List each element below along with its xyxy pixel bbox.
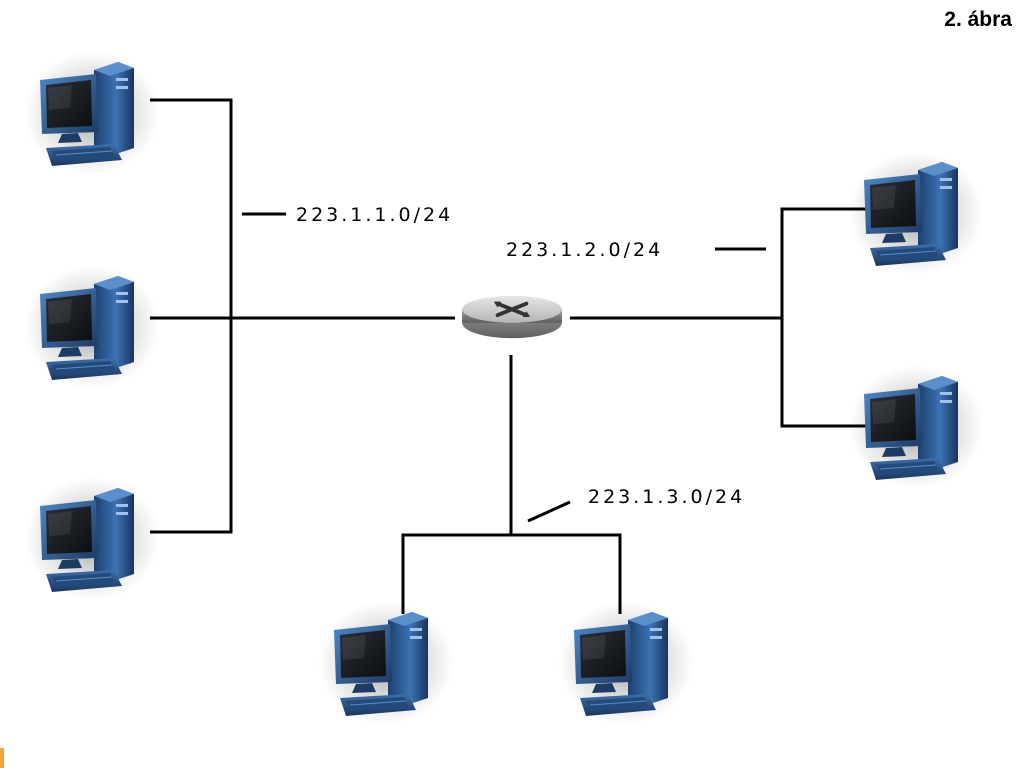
wire-bottom-subnet-bus <box>401 533 622 614</box>
corner-accent <box>0 748 4 768</box>
subnet-label-bottom: 223.1.3.0/24 <box>588 486 745 508</box>
desktop-computer-icon <box>23 476 161 602</box>
label-tick-bottom <box>527 500 571 523</box>
figure-label: 2. ábra <box>944 8 1012 31</box>
wire-left-subnet-bus <box>150 98 233 534</box>
router-icon <box>460 294 564 341</box>
desktop-computer-icon <box>23 264 161 390</box>
desktop-computer-icon <box>23 50 161 176</box>
desktop-computer-icon <box>847 364 985 490</box>
wires <box>150 98 870 614</box>
wire-right-subnet-bus <box>780 207 870 428</box>
desktop-computer-icon <box>557 600 695 726</box>
subnet-label-left: 223.1.1.0/24 <box>296 204 453 226</box>
subnet-label-right: 223.1.2.0/24 <box>506 239 663 261</box>
desktop-computer-icon <box>317 600 455 726</box>
desktop-computer-icon <box>847 150 985 276</box>
